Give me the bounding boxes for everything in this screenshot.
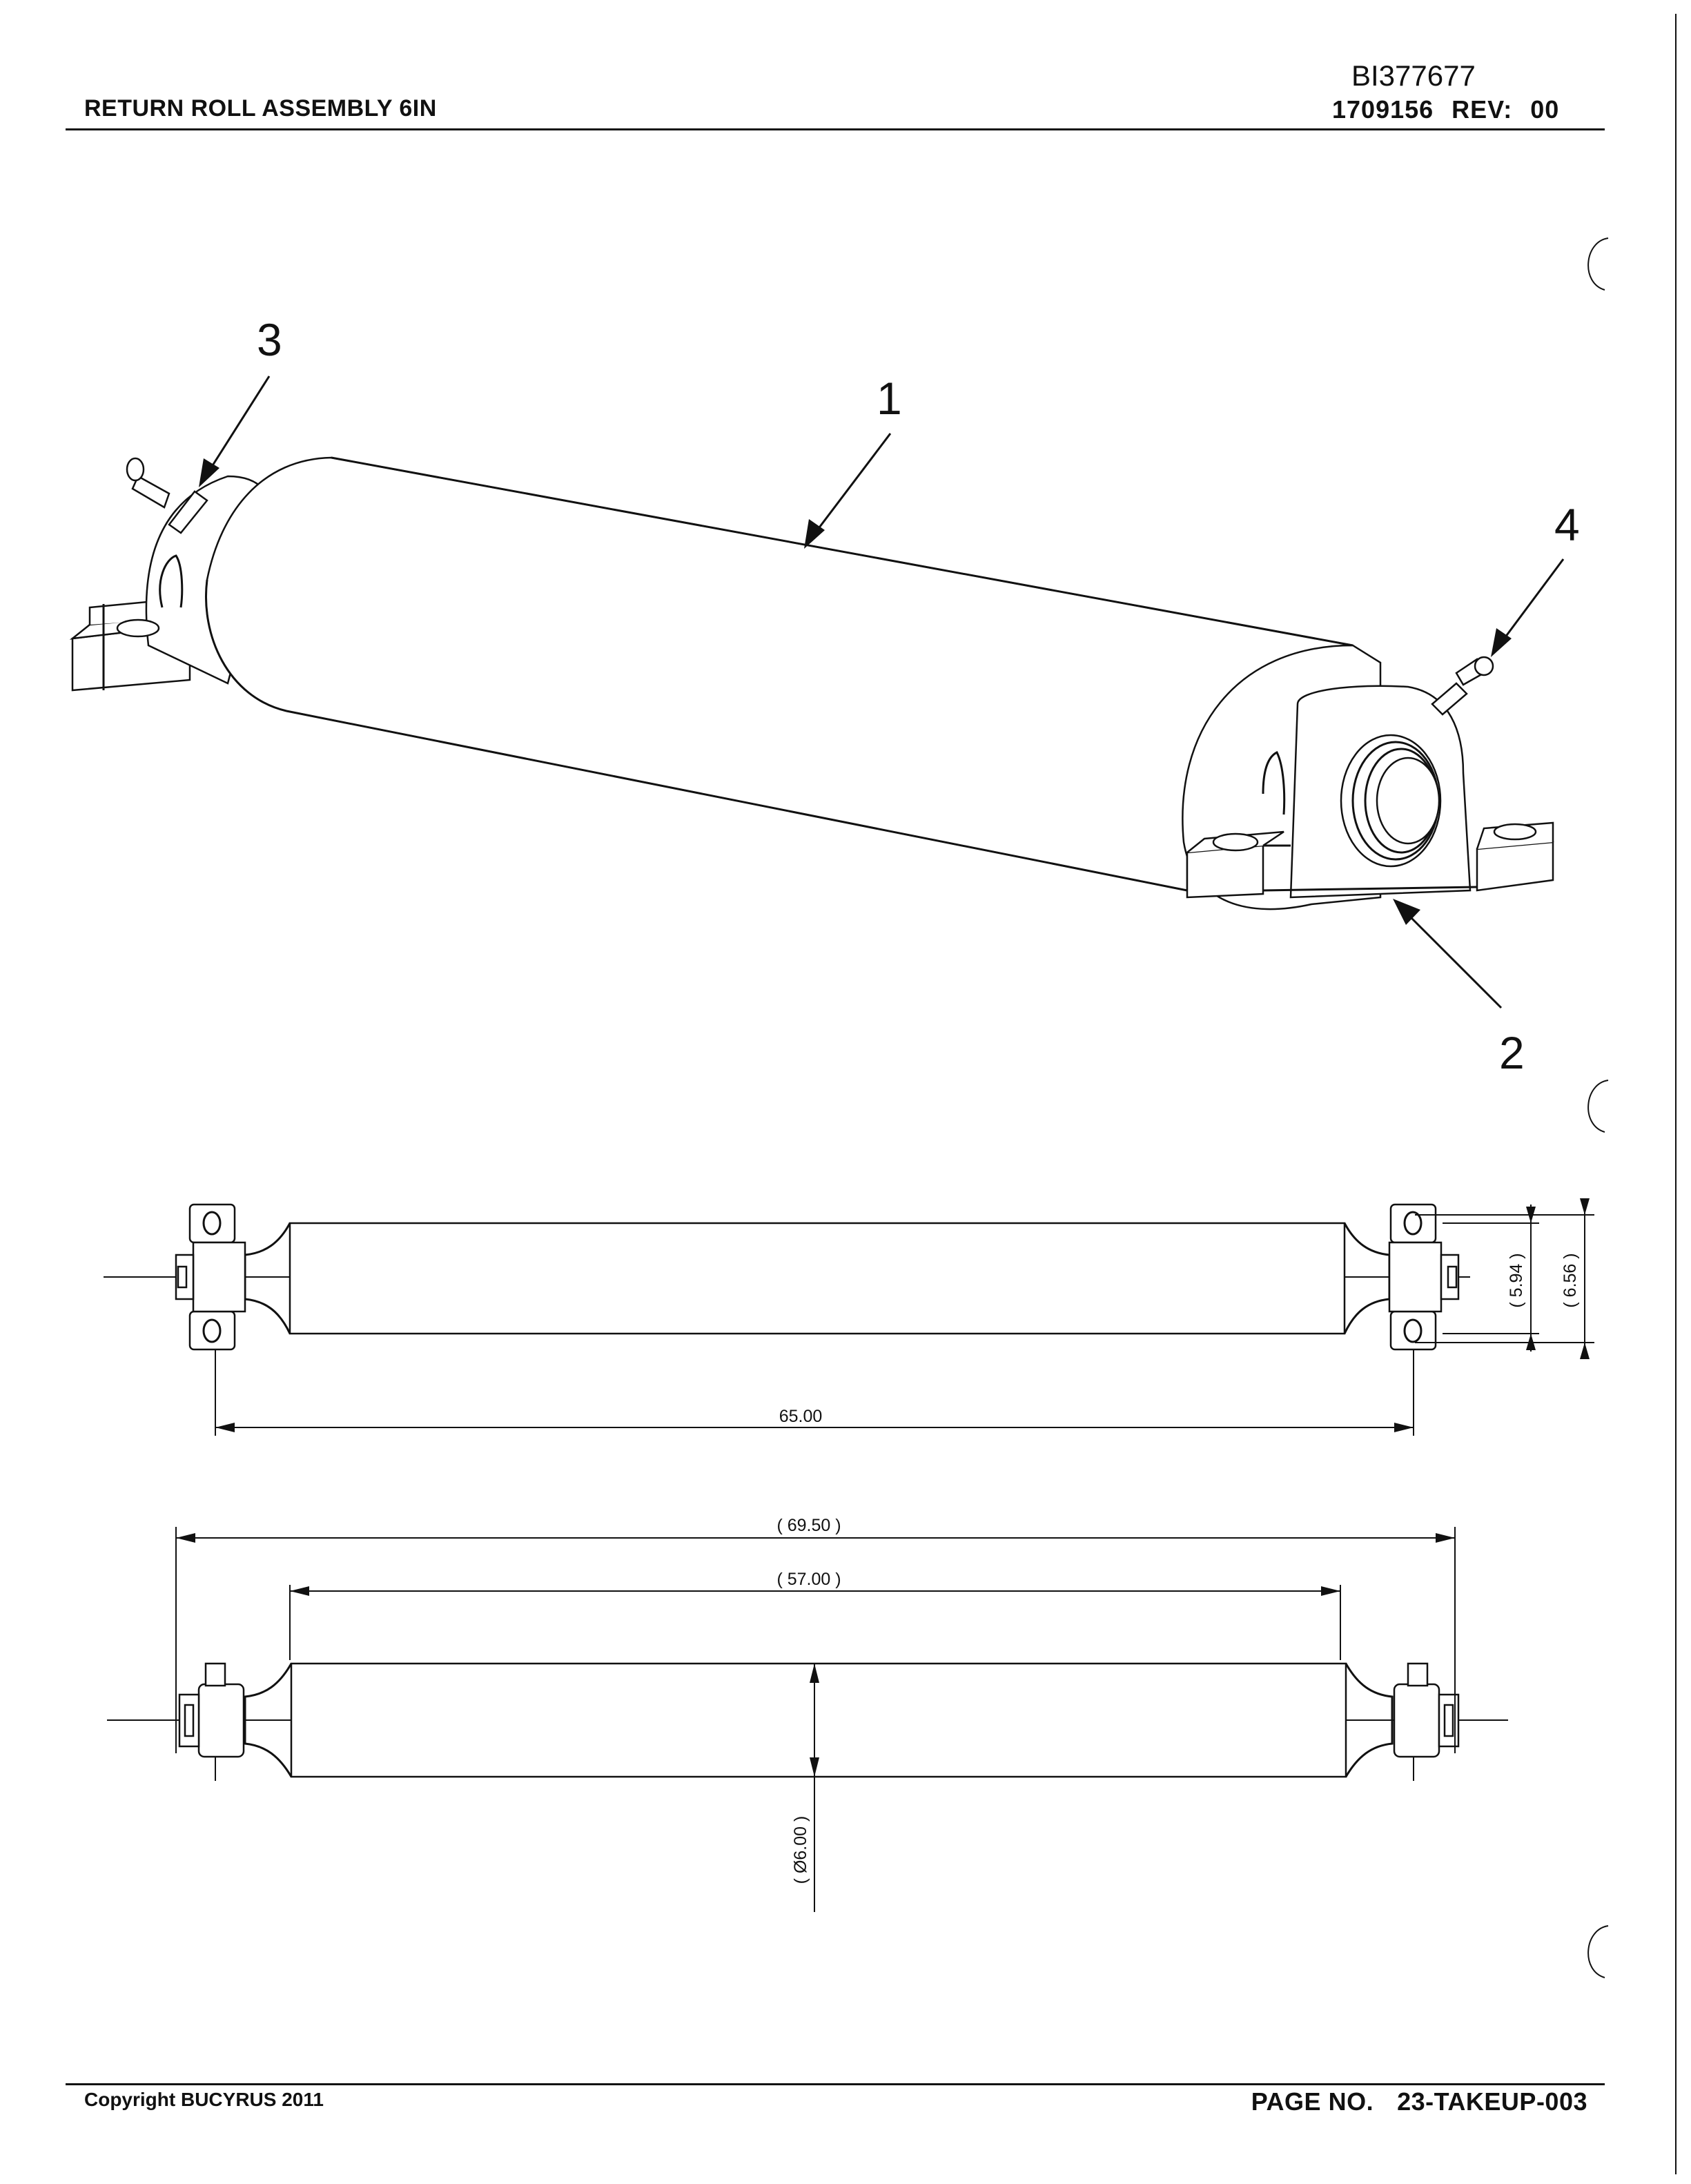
callout-1: 1 <box>804 373 902 549</box>
callout-4: 4 <box>1491 499 1580 657</box>
callout-1-label: 1 <box>877 373 902 424</box>
dim-6-56: ( 6.56 ) <box>1561 1253 1580 1307</box>
drawing-title: RETURN ROLL ASSEMBLY 6IN <box>84 95 437 121</box>
footer-rule <box>66 2083 1605 2085</box>
arrowhead <box>804 519 825 549</box>
roll-shell-iso <box>205 456 1353 892</box>
arrowhead <box>199 458 219 487</box>
top-view: 65.00 ( 5.94 ) ( 6.56 ) <box>104 1198 1594 1436</box>
arrowhead <box>1491 628 1512 657</box>
binder-hole-marks <box>1587 14 1677 2174</box>
rev-value: 00 <box>1530 95 1560 124</box>
part-rev-block: 1709156 REV: 00 <box>1332 95 1559 124</box>
callout-2: 2 <box>1393 899 1525 1078</box>
callout-3: 3 <box>199 314 282 487</box>
header-rule <box>66 128 1605 130</box>
callout-3-label: 3 <box>257 314 282 365</box>
callout-4-label: 4 <box>1554 499 1580 550</box>
dim-diameter-6: ( Ø6.00 ) <box>791 1816 810 1884</box>
part-number: 1709156 <box>1332 95 1434 124</box>
isometric-view: 1 2 3 4 <box>69 314 1580 1078</box>
document-number: BI377677 <box>1351 59 1476 92</box>
callout-2-label: 2 <box>1499 1027 1525 1078</box>
copyright: Copyright BUCYRUS 2011 <box>84 2089 324 2110</box>
dim-69-50: ( 69.50 ) <box>776 1516 841 1535</box>
dim-57-00: ( 57.00 ) <box>776 1570 841 1589</box>
dim-5-94: ( 5.94 ) <box>1507 1253 1526 1307</box>
rev-label: REV: <box>1451 95 1513 124</box>
page-number-block: PAGE NO. 23-TAKEUP-003 <box>1251 2087 1587 2116</box>
roll-shell-top <box>289 1222 1346 1335</box>
page-label: PAGE NO. <box>1251 2087 1374 2116</box>
page-number: 23-TAKEUP-003 <box>1397 2087 1587 2116</box>
front-view: ( 69.50 ) ( 57.00 ) ( Ø6.00 ) <box>107 1516 1508 1912</box>
dim-65: 65.00 <box>779 1407 823 1426</box>
arrowhead <box>1393 899 1420 925</box>
right-bearing-block <box>1182 644 1554 910</box>
